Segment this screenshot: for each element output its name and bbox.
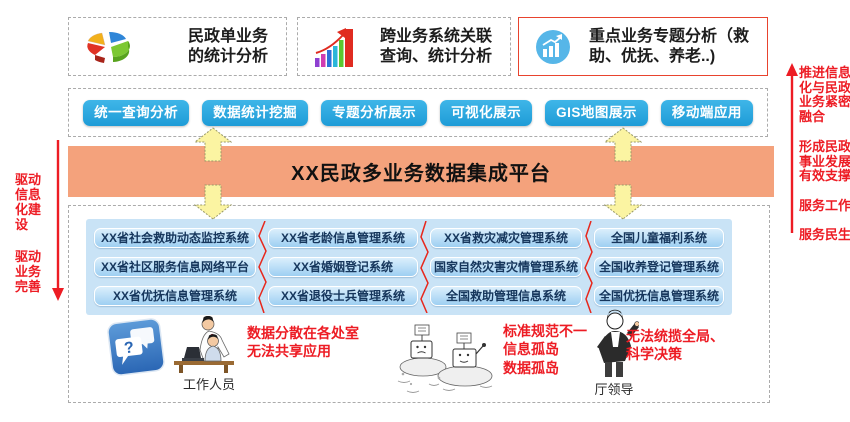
right-flow-up-arrow-icon bbox=[786, 63, 798, 233]
feature-box-label: 民政单业务 的统计分析 bbox=[187, 27, 268, 65]
source-systems-section: XX省社会救助动态监控系统 XX省社区服务信息网络平台 XX省优抚信息管理系统 … bbox=[68, 205, 770, 403]
system-pill: 全国救助管理信息系统 bbox=[430, 286, 582, 306]
leader-role-label: 厅领导 bbox=[594, 382, 634, 397]
feature-box-cross-business: 跨业务系统关联 查询、统计分析 bbox=[297, 17, 511, 76]
right-note-serve-work: 服务工作 bbox=[799, 198, 850, 213]
capability-bar: 统一查询分析 数据统计挖掘 专题分析展示 可视化展示 GIS地图展示 移动端应用 bbox=[68, 88, 768, 137]
question-bubbles-icon: ? bbox=[107, 318, 165, 376]
right-note-integration: 推进信息 化与民政 业务紧密 融合 bbox=[799, 65, 850, 124]
staff-clipart-image bbox=[174, 316, 234, 373]
up-arrow-icon bbox=[194, 127, 232, 162]
staff-role-label: 工作人员 bbox=[182, 377, 235, 392]
leader-pain-text: 无法统揽全局、 科学决策 bbox=[626, 328, 724, 363]
capability-button-visualization: 可视化展示 bbox=[440, 99, 533, 126]
staff-pain-text: 数据分散在各处室 无法共享应用 bbox=[247, 325, 359, 360]
systems-column-3: XX省救灾减灾管理系统 国家自然灾害灾情管理系统 全国救助管理信息系统 bbox=[430, 228, 582, 306]
left-flow-down-arrow-icon bbox=[52, 140, 64, 301]
feature-box-key-business: 重点业务专题分析（救 助、优抚、养老..) bbox=[518, 17, 768, 76]
systems-column-2: XX省老龄信息管理系统 XX省婚姻登记系统 XX省退役士兵管理系统 bbox=[268, 228, 418, 306]
up-arrow-icon bbox=[604, 127, 642, 162]
capability-button-mobile-app: 移动端应用 bbox=[660, 99, 753, 126]
system-pill: XX省优抚信息管理系统 bbox=[94, 286, 256, 306]
left-note-business: 驱动 业务 完善 bbox=[15, 249, 42, 294]
system-pill: XX省救灾减灾管理系统 bbox=[430, 228, 582, 248]
down-arrow-icon bbox=[194, 184, 232, 220]
system-pill: 全国收养登记管理系统 bbox=[594, 257, 724, 277]
down-arrow-icon bbox=[604, 184, 642, 220]
system-pill: XX省退役士兵管理系统 bbox=[268, 286, 418, 306]
feature-box-single-business: 民政单业务 的统计分析 bbox=[68, 17, 287, 76]
capability-button-data-mining: 数据统计挖掘 bbox=[202, 99, 309, 126]
system-pill: XX省社会救助动态监控系统 bbox=[94, 228, 256, 248]
capability-button-gis-map: GIS地图展示 bbox=[545, 99, 648, 126]
system-pill: 全国儿童福利系统 bbox=[594, 228, 724, 248]
platform-banner-title: XX民政多业务数据集成平台 bbox=[291, 163, 551, 185]
trend-circle-icon bbox=[536, 29, 570, 64]
svg-text:?: ? bbox=[123, 339, 135, 357]
feature-box-label: 跨业务系统关联 查询、统计分析 bbox=[379, 27, 492, 65]
capability-button-topic-analysis: 专题分析展示 bbox=[321, 99, 428, 126]
system-pill: 全国优抚信息管理系统 bbox=[594, 286, 724, 306]
system-pill: 国家自然灾害灾情管理系统 bbox=[430, 257, 582, 277]
information-islands-cartoon-image bbox=[397, 324, 493, 393]
zigzag-separator-icon bbox=[584, 221, 593, 313]
source-systems-panel: XX省社会救助动态监控系统 XX省社区服务信息网络平台 XX省优抚信息管理系统 … bbox=[86, 219, 732, 315]
left-note-informatization: 驱动 信息 化建 设 bbox=[15, 172, 42, 232]
system-pill: XX省老龄信息管理系统 bbox=[268, 228, 418, 248]
right-note-serve-people: 服务民生 bbox=[799, 227, 850, 242]
islands-pain-text: 标准规范不一 信息孤岛 数据孤岛 bbox=[503, 323, 587, 376]
system-pill: XX省社区服务信息网络平台 bbox=[94, 257, 256, 277]
zigzag-separator-icon bbox=[420, 221, 429, 313]
bar-chart-icon bbox=[315, 27, 353, 67]
systems-column-1: XX省社会救助动态监控系统 XX省社区服务信息网络平台 XX省优抚信息管理系统 bbox=[94, 228, 256, 306]
pie-chart-icon bbox=[87, 31, 130, 63]
zigzag-separator-icon bbox=[258, 221, 267, 313]
feature-box-label: 重点业务专题分析（救 助、优抚、养老..) bbox=[588, 27, 749, 65]
systems-column-4: 全国儿童福利系统 全国收养登记管理系统 全国优抚信息管理系统 bbox=[594, 228, 724, 306]
platform-banner: XX民政多业务数据集成平台 bbox=[68, 146, 774, 197]
capability-button-unified-query: 统一查询分析 bbox=[83, 99, 190, 126]
system-pill: XX省婚姻登记系统 bbox=[268, 257, 418, 277]
leader-clipart-image bbox=[597, 309, 639, 377]
right-note-support: 形成民政 事业发展 有效支撑 bbox=[799, 139, 850, 183]
